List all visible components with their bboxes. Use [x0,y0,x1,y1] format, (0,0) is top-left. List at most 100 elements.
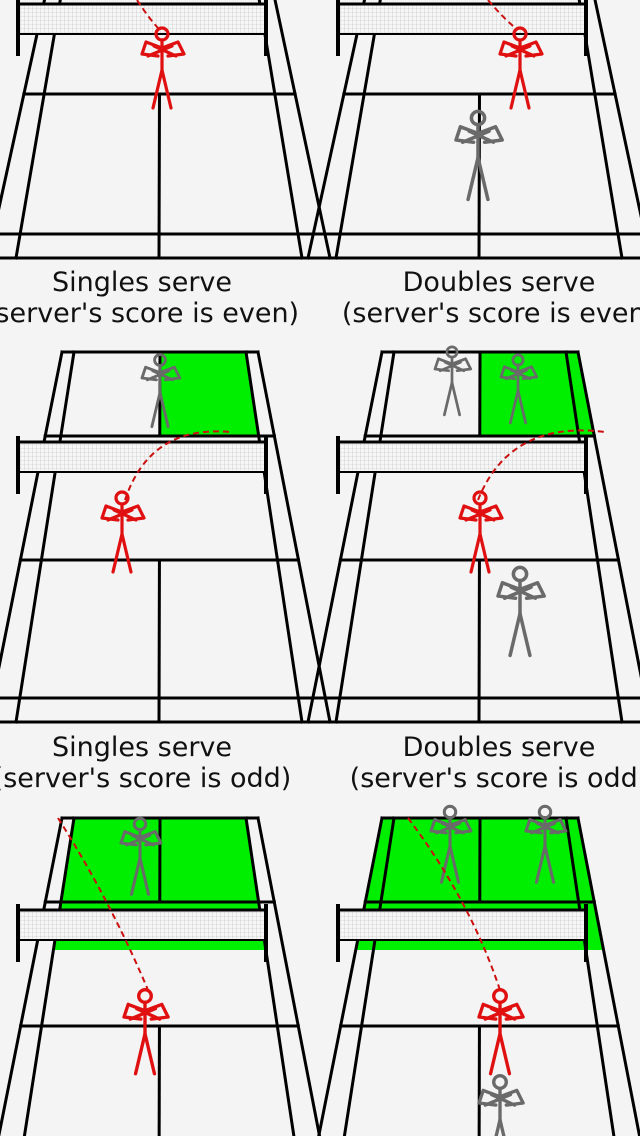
caption-title: Singles serve [51,267,233,298]
caption-singles-odd: Singles serve (server's score is odd) [0,732,302,794]
opponent-player [433,345,473,417]
inner-sideline [577,0,624,260]
player-legs [534,844,556,884]
player-legs [466,155,490,202]
outer-sideline [256,816,322,1136]
server-player [458,490,504,574]
outer-sideline [0,350,64,670]
shuttle-path-doubles-even [487,0,519,31]
partner-player [477,1074,525,1136]
court-panel-singles-odd [0,350,332,724]
caption-doubles-even: Doubles serve (server's score is even) [339,267,640,329]
player-racket-arms [146,44,178,58]
player-legs [133,1032,157,1076]
player-racket-arms [460,129,496,144]
player-legs [469,532,491,574]
partner-player [454,109,504,202]
net [17,909,267,941]
outer-sideline [0,0,47,211]
caption-subtitle: (server's score is odd) [349,763,640,794]
server-player [140,26,186,110]
player-racket-arms [106,508,138,522]
court-panel-doubles-bottom [317,816,640,1136]
shuttle-path-doubles-odd [477,429,606,501]
server-player [498,26,544,110]
caption-title: Doubles serve [402,267,596,298]
court-panel-doubles-even-top [306,0,640,260]
player-legs [151,68,173,110]
player-head [492,1074,508,1090]
shuttle-path-doubles-bottom [407,817,501,991]
outer-sideline [306,350,384,724]
inner-sideline [564,350,624,724]
player-legs [508,389,528,425]
server-player [122,988,170,1076]
outer-sideline [306,0,367,260]
partner-player [496,565,546,658]
inner-sideline [14,0,62,260]
receiver-player [524,804,568,884]
inner-sideline [244,816,296,1136]
server-player [477,988,525,1076]
player-head [492,988,508,1004]
caption-title: Doubles serve [402,732,596,763]
caption-subtitle: (server's score is even) [341,298,640,329]
inner-sideline [334,350,396,724]
outer-sideline [273,0,332,260]
player-racket-arms [128,1006,162,1021]
court-panel-singles-bottom [0,816,322,1136]
player-legs [150,390,170,429]
player-racket-arms [504,44,536,58]
outer-sideline [0,816,64,1136]
player-racket-arms [438,360,466,373]
player-racket-arms [483,1092,517,1107]
inner-sideline [257,0,304,260]
player-racket-arms [145,369,175,382]
outer-sideline [576,816,640,1136]
player-racket-arms [483,1006,517,1021]
net [337,909,587,941]
inner-sideline [342,816,396,1136]
player-head [511,565,529,583]
outer-sideline [317,816,384,1136]
player-legs [439,844,461,884]
net [17,3,267,35]
court-panel-singles-even-top [0,0,332,260]
net [17,441,267,473]
receiver-player [119,816,163,896]
player-head [137,988,153,1004]
shuttle-path-singles-bottom [57,817,149,991]
caption-singles-even: Singles serve (server's score is even) [0,267,302,329]
inner-sideline [564,816,616,1136]
inner-sideline [14,350,76,724]
net [337,441,587,473]
inner-sideline [22,816,76,1136]
outer-sideline [256,350,332,724]
court-panel-doubles-odd [306,350,640,724]
player-head [442,804,458,820]
caption-title: Singles serve [51,732,233,763]
player-racket-arms [504,368,532,381]
player-legs [488,1032,512,1076]
caption-doubles-odd: Doubles serve (server's score is odd) [339,732,640,794]
caption-subtitle: (server's score is odd) [0,763,292,794]
outer-sideline [576,350,640,679]
player-racket-arms [502,585,538,600]
player-racket-arms [435,821,465,835]
player-head [472,490,488,506]
player-legs [509,68,531,110]
serve-area [480,352,595,436]
server-player [100,490,146,574]
opponent-player [429,804,473,884]
player-legs [494,1118,506,1136]
player-racket-arms [530,821,560,835]
inner-sideline [334,0,382,260]
receiver-player [499,353,539,425]
player-legs [129,856,151,896]
player-legs [508,611,532,658]
player-legs [442,381,462,417]
serve-area [160,352,259,436]
receiver-player [140,353,182,429]
